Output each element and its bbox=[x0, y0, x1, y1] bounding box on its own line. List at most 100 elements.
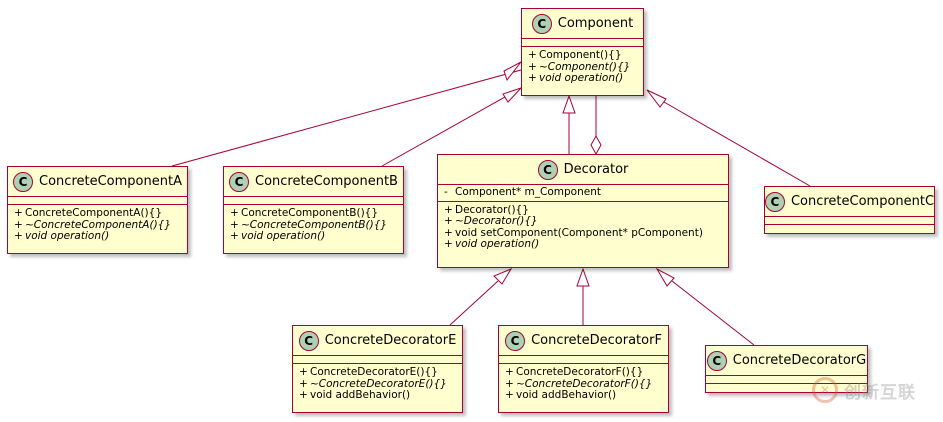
member-signature: void addBehavior() bbox=[310, 389, 411, 402]
public-visibility-icon: + bbox=[444, 226, 453, 239]
member-signature: ConcreteDecoratorE(){} bbox=[310, 366, 438, 378]
public-visibility-icon: + bbox=[299, 366, 308, 378]
member-signature: void operation() bbox=[25, 230, 110, 243]
public-visibility-icon: + bbox=[299, 377, 308, 390]
edge-concrete-component-a-to-component bbox=[171, 69, 522, 167]
class-member: +void addBehavior() bbox=[505, 389, 662, 402]
member-signature: ~ConcreteDecoratorF(){} bbox=[516, 377, 653, 390]
class-member: +~Component(){} bbox=[528, 60, 637, 74]
class-badge-icon: C bbox=[706, 350, 727, 371]
public-visibility-icon: + bbox=[14, 218, 23, 231]
class-operations bbox=[765, 225, 934, 233]
inherit-arrow-decorator bbox=[562, 94, 576, 114]
class-attributes bbox=[499, 356, 668, 364]
class-header: C ConcreteDecoratorG bbox=[706, 346, 867, 376]
public-visibility-icon: + bbox=[444, 238, 453, 251]
aggregation-diamond bbox=[590, 134, 602, 156]
class-attributes bbox=[706, 376, 867, 384]
class-header: C ConcreteDecoratorF bbox=[499, 326, 668, 356]
class-member: -Component* m_Component bbox=[444, 186, 722, 199]
edge-concrete-decorator-g-to-decorator bbox=[671, 280, 755, 346]
class-attributes bbox=[8, 197, 187, 205]
class-member: +Decorator(){} bbox=[444, 203, 722, 217]
public-visibility-icon: + bbox=[299, 389, 308, 402]
class-name: ConcreteComponentA bbox=[39, 174, 182, 189]
chuangxin-logo-icon: ✕ bbox=[812, 377, 838, 403]
class-badge-icon: C bbox=[298, 330, 319, 351]
class-member: +~ConcreteComponentA(){} bbox=[14, 218, 181, 232]
public-visibility-icon: + bbox=[505, 377, 514, 390]
public-visibility-icon: + bbox=[528, 72, 537, 85]
class-name: ConcreteComponentC bbox=[790, 194, 935, 209]
class-name: ConcreteDecoratorG bbox=[732, 353, 867, 368]
class-badge-icon: C bbox=[531, 13, 552, 34]
public-visibility-icon: + bbox=[505, 389, 514, 402]
class-concrete-component-a[interactable]: C ConcreteComponentA +ConcreteComponentA… bbox=[7, 166, 188, 254]
member-signature: void operation() bbox=[539, 72, 624, 85]
public-visibility-icon: + bbox=[528, 60, 537, 73]
class-component[interactable]: C Component +Component(){}+~Component(){… bbox=[521, 8, 644, 96]
class-attributes bbox=[224, 197, 403, 205]
class-operations: +ConcreteComponentB(){}+~ConcreteCompone… bbox=[224, 205, 403, 246]
class-concrete-component-b[interactable]: C ConcreteComponentB +ConcreteComponentB… bbox=[223, 166, 404, 254]
class-name: Decorator bbox=[563, 162, 629, 177]
member-signature: void addBehavior() bbox=[516, 389, 617, 402]
member-signature: ~ConcreteComponentB(){} bbox=[241, 218, 388, 231]
class-concrete-decorator-e[interactable]: C ConcreteDecoratorE +ConcreteDecoratorE… bbox=[292, 325, 463, 413]
public-visibility-icon: + bbox=[14, 207, 23, 219]
inherit-arrow-e bbox=[493, 267, 513, 285]
class-member: +Component(){} bbox=[528, 49, 637, 62]
public-visibility-icon: + bbox=[230, 230, 239, 243]
class-concrete-decorator-f[interactable]: C ConcreteDecoratorF +ConcreteDecoratorF… bbox=[498, 325, 669, 413]
class-concrete-component-c[interactable]: C ConcreteComponentC bbox=[764, 186, 935, 234]
member-signature: ~Decorator(){} bbox=[455, 215, 538, 228]
class-member: +void operation() bbox=[230, 230, 397, 243]
class-badge-icon: C bbox=[229, 171, 250, 192]
class-operations: +Decorator(){}+~Decorator(){}+void setCo… bbox=[438, 202, 728, 254]
public-visibility-icon: + bbox=[230, 218, 239, 231]
class-name: ConcreteDecoratorE bbox=[324, 333, 457, 348]
public-visibility-icon: + bbox=[444, 203, 453, 216]
class-badge-icon: C bbox=[505, 330, 526, 351]
member-signature: ConcreteComponentA(){} bbox=[25, 207, 163, 219]
class-header: C ConcreteComponentB bbox=[224, 167, 403, 197]
class-member: +ConcreteDecoratorE(){} bbox=[299, 366, 456, 379]
member-signature: ConcreteComponentB(){} bbox=[241, 207, 379, 219]
class-operations: +Component(){}+~Component(){}+void opera… bbox=[522, 47, 643, 88]
edge-concrete-decorator-e-to-decorator bbox=[449, 280, 499, 326]
class-member: +~ConcreteDecoratorF(){} bbox=[505, 377, 662, 391]
member-signature: ~ConcreteDecoratorE(){} bbox=[310, 377, 447, 390]
member-signature: void operation() bbox=[455, 238, 540, 251]
class-member: +ConcreteComponentA(){} bbox=[14, 207, 181, 220]
edge-concrete-component-b-to-component bbox=[381, 87, 522, 167]
class-concrete-decorator-g[interactable]: C ConcreteDecoratorG bbox=[705, 345, 868, 393]
member-signature: void operation() bbox=[241, 230, 326, 243]
public-visibility-icon: + bbox=[230, 207, 239, 219]
class-attributes bbox=[522, 39, 643, 47]
public-visibility-icon: + bbox=[444, 215, 453, 228]
class-operations: +ConcreteComponentA(){}+~ConcreteCompone… bbox=[8, 205, 187, 246]
public-visibility-icon: + bbox=[14, 230, 23, 243]
edge-concrete-component-c-to-component bbox=[663, 101, 811, 187]
inherit-arrow-f bbox=[576, 267, 590, 287]
class-member: +~ConcreteDecoratorE(){} bbox=[299, 377, 456, 391]
member-signature: ~Component(){} bbox=[539, 60, 631, 73]
member-signature: ConcreteDecoratorF(){} bbox=[516, 366, 644, 378]
inherit-arrow-c bbox=[646, 89, 667, 108]
class-attributes: -Component* m_Component bbox=[438, 185, 728, 202]
class-badge-icon: C bbox=[13, 171, 34, 192]
private-visibility-icon: - bbox=[444, 186, 448, 198]
class-member: +void operation() bbox=[528, 72, 637, 85]
class-member: +void addBehavior() bbox=[299, 389, 456, 402]
class-name: Component bbox=[557, 16, 634, 31]
inherit-arrow-g bbox=[655, 267, 675, 287]
inherit-arrow-b bbox=[502, 87, 522, 103]
class-attributes bbox=[293, 356, 462, 364]
class-decorator[interactable]: C Decorator -Component* m_Component +Dec… bbox=[437, 154, 729, 268]
member-signature: Decorator(){} bbox=[455, 203, 529, 216]
class-member: +ConcreteDecoratorF(){} bbox=[505, 366, 662, 379]
class-member: +ConcreteComponentB(){} bbox=[230, 207, 397, 220]
class-badge-icon: C bbox=[537, 159, 558, 180]
member-signature: void setComponent(Component* pComponent) bbox=[455, 226, 703, 239]
